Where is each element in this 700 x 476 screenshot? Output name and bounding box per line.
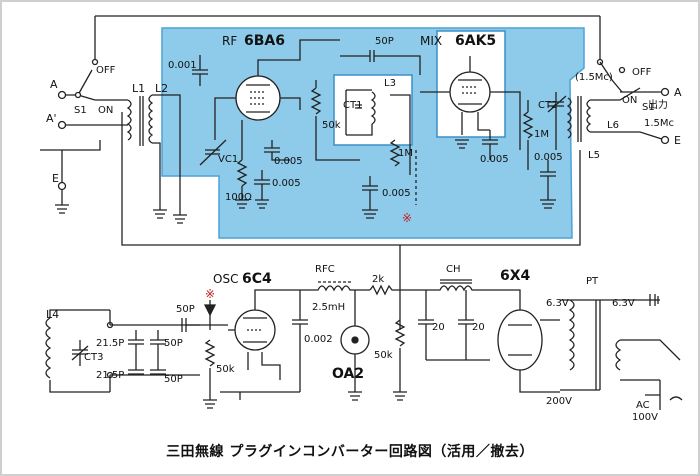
rf-tag: RF xyxy=(222,34,237,48)
c215b-label: 21.5P xyxy=(96,370,124,381)
out-off: OFF xyxy=(632,67,652,78)
ant-e: E xyxy=(52,172,59,185)
l4-label: L4 xyxy=(46,308,59,321)
vc1-label: VC1 xyxy=(218,154,238,165)
c20b-label: 20 xyxy=(472,322,485,333)
rfc-label: RFC xyxy=(315,264,335,275)
ant-a: A xyxy=(50,78,58,91)
l3-label: L3 xyxy=(384,78,396,89)
rf-tube-name: 6BA6 xyxy=(244,33,285,49)
c50a-label: 50P xyxy=(164,338,183,349)
out-mc: (1.5Mc) xyxy=(575,72,613,83)
rfc-value: 2.5mH xyxy=(312,302,345,313)
r50k-label: 50k xyxy=(322,120,341,131)
c20a-label: 20 xyxy=(432,322,445,333)
ant-on: ON xyxy=(98,105,113,116)
out-freq: 1.5Mc xyxy=(644,118,674,129)
v63b-label: 6.3V xyxy=(612,298,635,309)
r1m-label: 1M xyxy=(398,148,413,159)
out-c0005: 0.005 xyxy=(534,152,563,163)
mix-tube-name: 6AK5 xyxy=(455,33,496,49)
ant-off: OFF xyxy=(96,65,116,76)
c215a-label: 21.5P xyxy=(96,338,124,349)
out-s1: S1 xyxy=(642,102,655,113)
l5-label: L5 xyxy=(588,150,600,161)
ct3-label: CT3 xyxy=(84,352,103,363)
l3-box xyxy=(333,74,413,146)
ac-label: AC xyxy=(636,400,650,411)
r2k-label: 2k xyxy=(372,274,384,285)
power-r50k: 50k xyxy=(374,350,393,361)
l6-label: L6 xyxy=(607,120,619,131)
c0005-mix2-label: 0.005 xyxy=(480,154,509,165)
ant-a2: A' xyxy=(46,112,57,125)
c001-label: 0.001 xyxy=(168,60,197,71)
osc-tube-name: 6C4 xyxy=(242,271,272,287)
center-mark: ※ xyxy=(402,211,412,225)
c50p-grid-label: 50P xyxy=(176,304,195,315)
out-r1m: 1M xyxy=(534,129,549,140)
c50b-label: 50P xyxy=(164,374,183,385)
diagram-caption: 三田無線 プラグインコンバーター回路図（活用／撤去） xyxy=(166,444,534,460)
ct2-label: CT2 xyxy=(538,100,557,111)
v200-label: 200V xyxy=(546,396,572,407)
c50p-label: 50P xyxy=(375,36,394,47)
out-text: 出力 xyxy=(648,98,668,111)
osc-c0002: 0.002 xyxy=(304,334,333,345)
mix-tag: MIX xyxy=(420,34,442,48)
oa2-name: OA2 xyxy=(332,366,364,382)
ant-s1: S1 xyxy=(74,105,87,116)
c0005-mix-label: 0.005 xyxy=(382,188,411,199)
c0005a-label: 0.005 xyxy=(274,156,303,167)
v63a-label: 6.3V xyxy=(546,298,569,309)
ch-label: CH xyxy=(446,264,461,275)
pt-label: PT xyxy=(586,276,599,287)
out-e: E xyxy=(674,134,681,147)
c0005b-label: 0.005 xyxy=(272,178,301,189)
ac-volt: 100V xyxy=(632,412,658,423)
out-on: ON xyxy=(622,95,637,106)
l1-label: L1 xyxy=(132,82,145,95)
osc-r50k: 50k xyxy=(216,364,235,375)
osc-mark: ※ xyxy=(205,287,215,301)
osc-tag: OSC xyxy=(213,272,238,286)
rect-tube-name: 6X4 xyxy=(500,268,531,284)
r100-label: 100Ω xyxy=(225,192,252,203)
ct1-label: CT1 xyxy=(343,100,362,111)
l2-label: L2 xyxy=(155,82,168,95)
out-a: A xyxy=(674,86,682,99)
